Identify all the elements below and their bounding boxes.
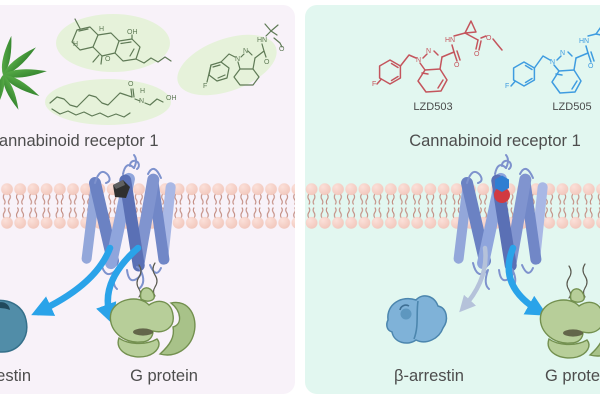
bound-ligand-lzd [494,175,510,203]
lzd503-hn-label: HN [445,37,455,44]
right-panel-art: F N N HN O O O LZD503 [305,20,600,385]
synthetic-n1-label: N [235,56,240,63]
g-protein-label: G protein [130,367,198,385]
lzd503-o1-label: O [454,62,460,69]
membrane [305,183,600,229]
beta-arrestin-label: β-arrestin [0,367,31,385]
arrow-beta-arrestin-weak [459,245,488,313]
beta-arrestin-label: β-arrestin [394,367,464,385]
left-panel-natural-ligands: OH H H O O H N OH [0,5,295,394]
synthetic-o2-label: O [279,46,285,53]
anandamide-n-label: N [139,98,144,105]
thc-o-label: O [105,56,111,63]
lzd505-structure: F N N HN O [505,26,600,94]
left-panel-art: OH H H O O H N OH [0,14,295,385]
lzd505-hn-label: HN [579,38,589,45]
thc-h-label: H [99,26,104,33]
anandamide-oh-label: OH [166,95,177,102]
right-panel-title: Cannabinoid receptor 1 [409,132,581,150]
lzd503-structure: F N N HN O O O [372,20,503,93]
lzd503-o2-label: O [474,51,480,58]
synthetic-o1-label: O [264,59,270,66]
anandamide-o-label: O [128,81,134,88]
arrow-beta-arrestin [31,244,114,316]
lzd505-n2-label: N [560,50,565,57]
g-protein-label: G protein [545,367,600,385]
lzd505-name: LZD505 [552,101,591,113]
left-panel-title: Cannabinoid receptor 1 [0,132,159,150]
thc-oh-label: OH [127,29,138,36]
lzd503-f-label: F [372,81,376,88]
lzd505-n1-label: N [550,59,555,66]
synthetic-hn-label: HN [257,37,267,44]
synthetic-n2-label: N [243,48,248,55]
lzd503-n1-label: N [416,57,421,64]
thc-h2-label: H [73,41,78,48]
synthetic-cannabinoid-structure: F N N HN O O [177,23,285,96]
beta-arrestin-protein [386,295,448,344]
anandamide-h-label: H [140,88,145,95]
beta-arrestin-protein [0,299,28,353]
cb1-receptor [453,154,548,290]
g-protein [109,262,196,358]
lzd505-o1-label: O [588,63,594,70]
g-protein [539,263,600,359]
lzd503-name: LZD503 [413,101,452,113]
right-panel-lzd-compounds: F N N HN O O O LZD503 [305,5,600,394]
lzd503-o3-label: O [486,35,492,42]
cannabis-leaf [0,35,47,110]
lzd503-n2-label: N [426,48,431,55]
lzd505-f-label: F [505,83,509,90]
thc-structure: OH H H O [56,14,172,72]
synthetic-f-label: F [203,83,207,90]
arrow-g-protein [96,244,142,326]
arrow-g-protein [505,244,548,316]
bound-ligand-natural [113,180,130,198]
anandamide-structure: O H N OH [45,79,177,125]
